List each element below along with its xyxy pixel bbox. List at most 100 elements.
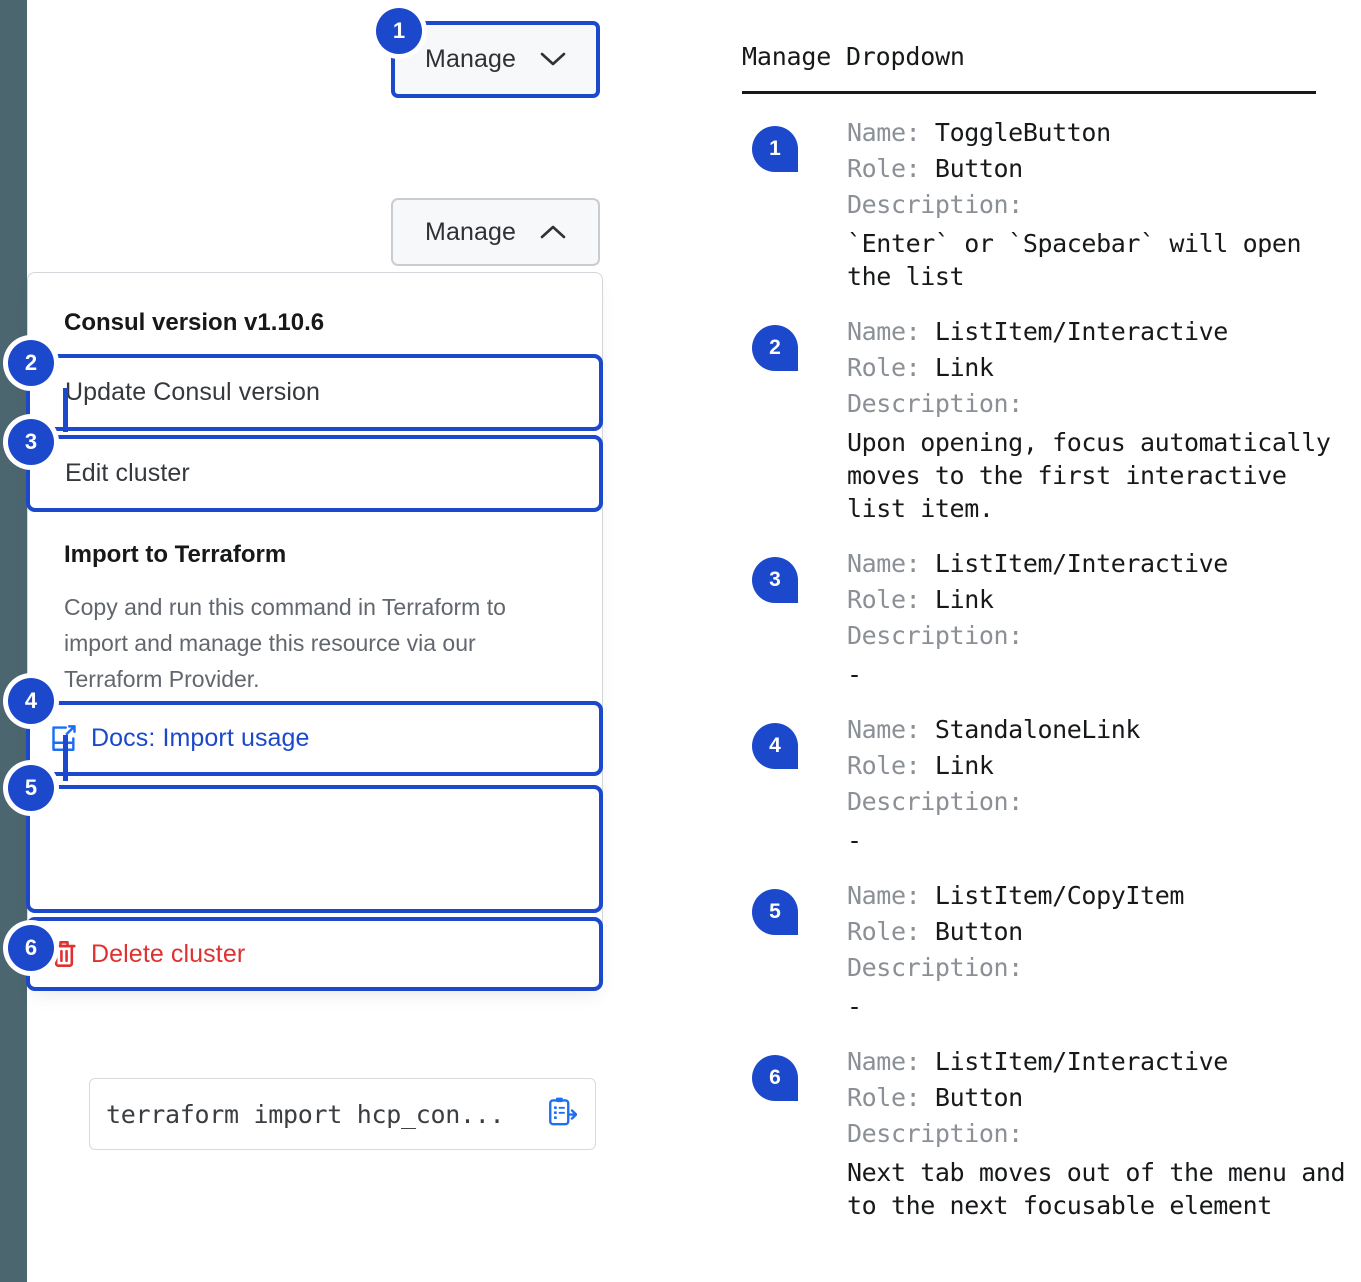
consul-version-heading: Consul version v1.10.6: [64, 309, 325, 336]
legend-name-value: ListItem/Interactive: [934, 1047, 1228, 1076]
legend-role-row: Role: Button: [847, 156, 1357, 181]
manage-toggle-label: Manage: [425, 45, 516, 73]
legend-role-row: Role: Button: [847, 1085, 1357, 1110]
legend-role-value: Link: [934, 353, 994, 382]
legend-role-label: Role:: [847, 1083, 921, 1112]
legend-badge-3: 3: [752, 557, 798, 603]
menu-item-docs-import-usage[interactable]: Docs: Import usage: [26, 701, 603, 776]
menu-item-copy-terraform-command[interactable]: [26, 785, 603, 913]
legend-name-value: StandaloneLink: [934, 715, 1141, 744]
terraform-command-box[interactable]: terraform import hcp_con...: [89, 1078, 596, 1150]
legend-name-value: ListItem/CopyItem: [934, 881, 1184, 910]
callout-badge-number: 1: [392, 18, 406, 43]
legend-name-row: Name: ListItem/CopyItem: [847, 883, 1357, 908]
legend-name-row: Name: ListItem/Interactive: [847, 319, 1357, 344]
legend-badge-wrap: 4: [742, 717, 847, 769]
legend-name-label: Name:: [847, 881, 921, 910]
callout-badge-5: 5: [8, 765, 54, 811]
legend-name-label: Name:: [847, 715, 921, 744]
trash-icon: [51, 940, 77, 968]
menu-item-label: Update Consul version: [65, 378, 321, 406]
legend-badge-number: 4: [769, 734, 781, 757]
legend-description-label: Description:: [847, 1119, 1023, 1148]
legend-badge-wrap: 2: [742, 319, 847, 371]
legend-description-label: Description:: [847, 953, 1023, 982]
menu-item-update-consul-version[interactable]: Update Consul version: [26, 354, 603, 431]
manage-toggle-button-open[interactable]: Manage: [391, 198, 600, 266]
legend-role-value: Button: [934, 154, 1023, 183]
legend-role-value: Button: [934, 1083, 1023, 1112]
legend-role-value: Link: [934, 585, 994, 614]
legend-description-value: `Enter` or `Spacebar` will open the list: [847, 229, 1302, 291]
legend-name-row: Name: ListItem/Interactive: [847, 1049, 1357, 1074]
legend-badge-4: 4: [752, 723, 798, 769]
copy-to-clipboard-icon[interactable]: [547, 1096, 578, 1133]
legend-role-label: Role:: [847, 917, 921, 946]
callout-connector: [63, 388, 68, 432]
left-edge-stripe: [0, 0, 27, 1282]
callout-badge-3: 3: [8, 419, 54, 465]
legend-name-row: Name: ListItem/Interactive: [847, 551, 1357, 576]
legend-name-label: Name:: [847, 1047, 921, 1076]
legend-title-rule: [742, 91, 1316, 94]
legend-role-label: Role:: [847, 585, 921, 614]
legend-name-value: ListItem/Interactive: [934, 317, 1228, 346]
menu-item-label: Delete cluster: [91, 939, 246, 968]
legend-badge-number: 3: [769, 568, 781, 591]
legend-role-row: Role: Link: [847, 355, 1357, 380]
callout-badge-number: 6: [24, 935, 38, 960]
legend-badge-2: 2: [752, 325, 798, 371]
legend-role-label: Role:: [847, 353, 921, 382]
legend-title: Manage Dropdown: [742, 42, 965, 71]
callout-badge-number: 3: [24, 429, 38, 454]
legend-badge-5: 5: [752, 889, 798, 935]
legend-description-value: -: [847, 826, 862, 855]
legend-role-label: Role:: [847, 154, 921, 183]
legend-name-row: Name: ToggleButton: [847, 120, 1357, 145]
manage-toggle-label-open: Manage: [425, 217, 516, 246]
legend-name-label: Name:: [847, 118, 921, 147]
legend-role-label: Role:: [847, 751, 921, 780]
legend-badge-wrap: 3: [742, 551, 847, 603]
legend-description-label: Description:: [847, 190, 1023, 219]
legend-description-value: Upon opening, focus automatically moves …: [847, 428, 1331, 523]
menu-item-label: Edit cluster: [65, 459, 190, 487]
legend-badge-wrap: 6: [742, 1049, 847, 1101]
callout-badge-number: 2: [24, 350, 38, 375]
legend-name-label: Name:: [847, 549, 921, 578]
legend-badge-wrap: 1: [742, 120, 847, 172]
legend-badge-number: 1: [769, 137, 781, 160]
legend-name-row: Name: StandaloneLink: [847, 717, 1357, 742]
menu-item-label: Docs: Import usage: [91, 724, 310, 752]
legend-name-label: Name:: [847, 317, 921, 346]
callout-badge-number: 5: [24, 775, 38, 800]
chevron-up-icon: [540, 218, 566, 247]
legend-description-label: Description:: [847, 389, 1023, 418]
manage-toggle-button-closed[interactable]: Manage: [391, 21, 600, 98]
legend-name-value: ToggleButton: [934, 118, 1111, 147]
callout-badge-4: 4: [8, 678, 54, 724]
menu-item-delete-cluster[interactable]: Delete cluster: [26, 917, 603, 991]
callout-badge-number: 4: [24, 688, 38, 713]
legend-role-value: Button: [934, 917, 1023, 946]
legend-description-value: -: [847, 992, 862, 1021]
callout-connector: [63, 735, 68, 781]
menu-item-edit-cluster[interactable]: Edit cluster: [26, 435, 603, 512]
legend-description-label: Description:: [847, 621, 1023, 650]
terraform-command-text: terraform import hcp_con...: [106, 1099, 505, 1129]
legend-role-row: Role: Button: [847, 919, 1357, 944]
legend-description-label: Description:: [847, 787, 1023, 816]
legend-role-row: Role: Link: [847, 587, 1357, 612]
terraform-import-description: Copy and run this command in Terraform t…: [64, 594, 506, 692]
legend-role-value: Link: [934, 751, 994, 780]
